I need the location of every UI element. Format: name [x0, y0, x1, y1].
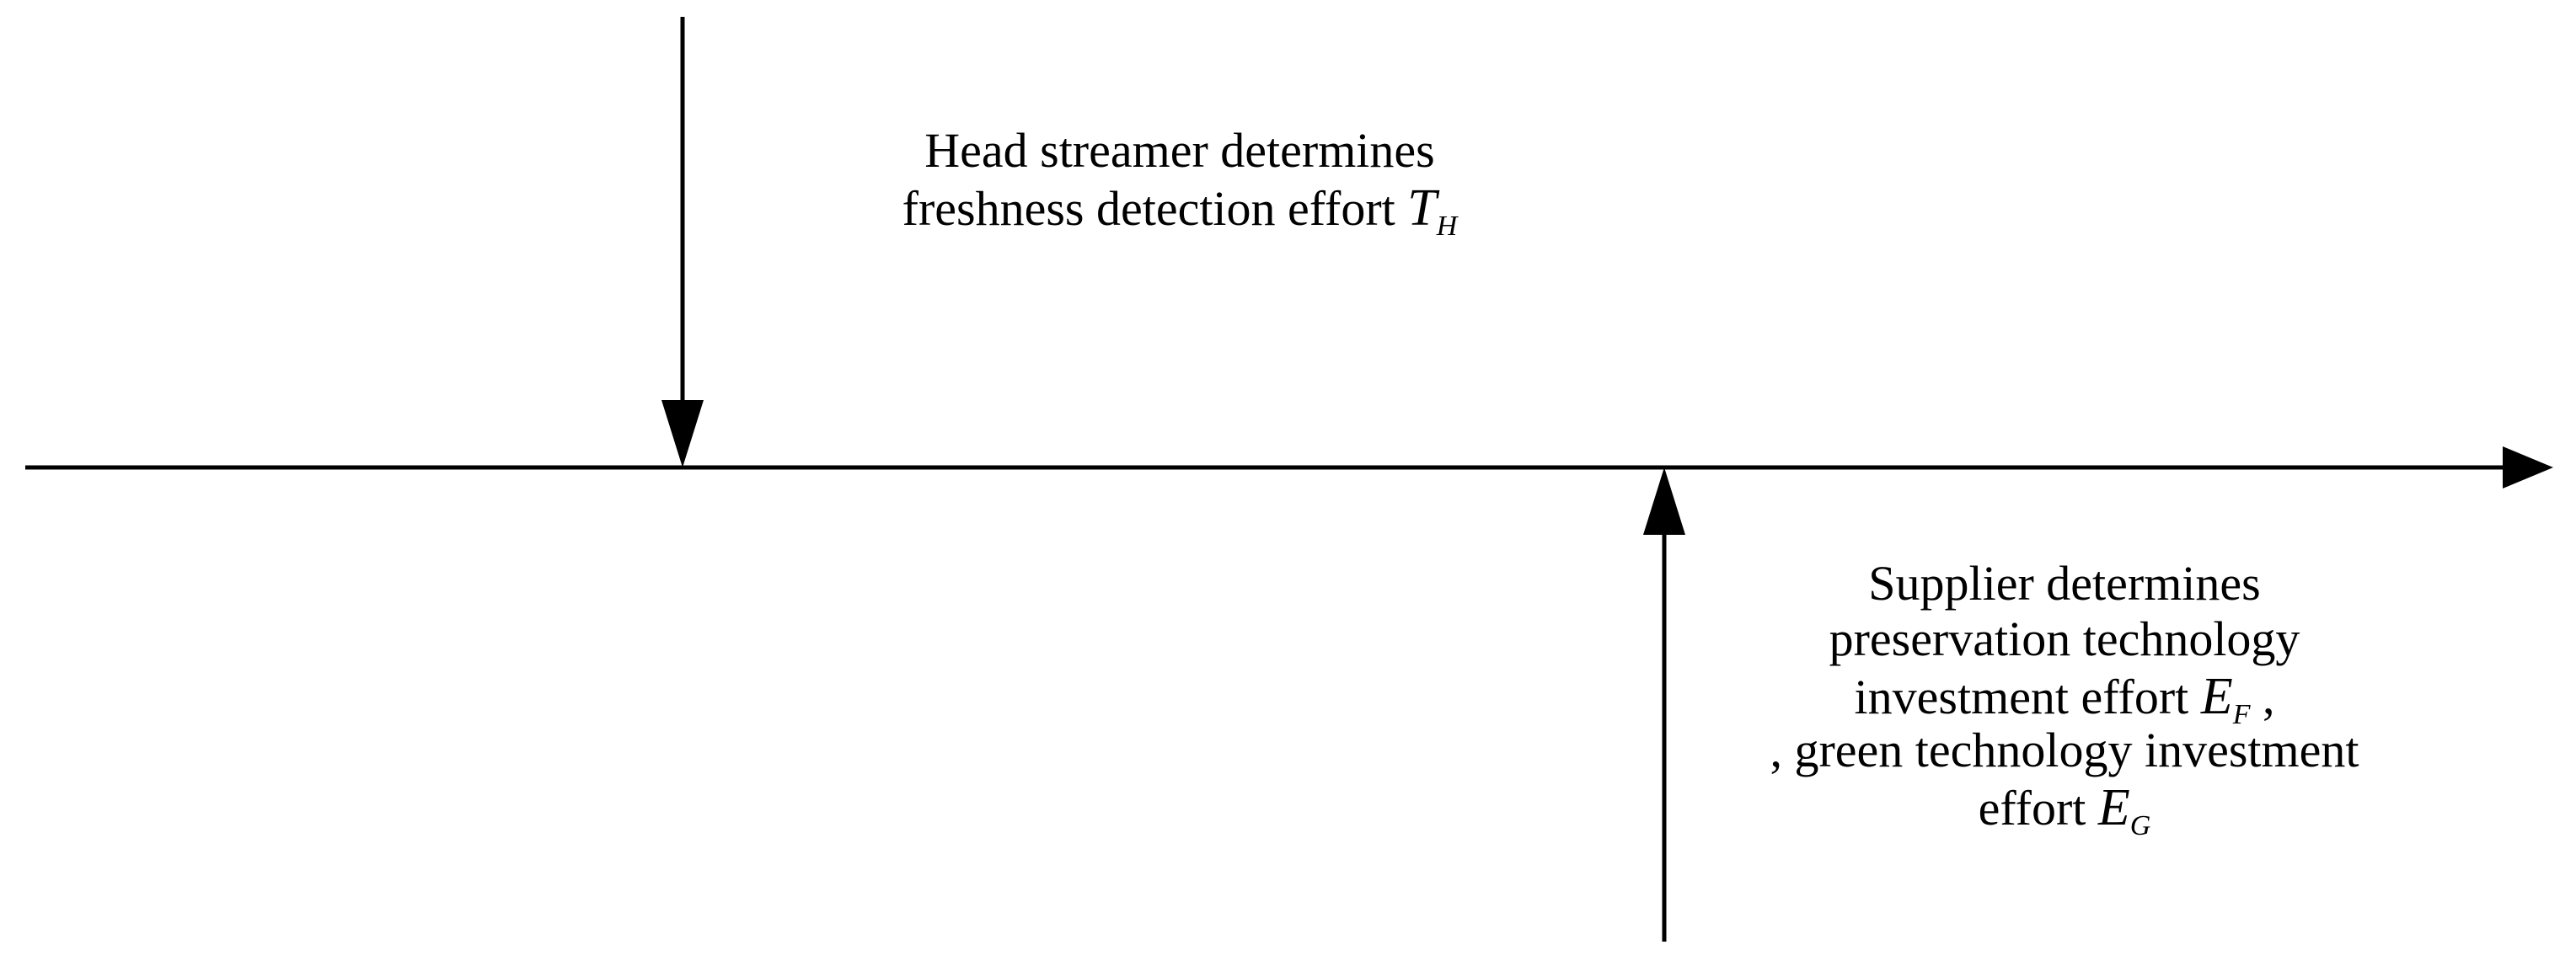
- supplier-line1: Supplier determines: [1868, 556, 2261, 611]
- supplier-line2: preservation technology: [1829, 611, 2300, 666]
- supplier-line3: investment effort EF ,: [1685, 668, 2444, 730]
- symbol-E-G: EG: [2097, 779, 2151, 841]
- symbol-E-F: EF: [2200, 668, 2251, 730]
- separator-comma: ,: [2262, 670, 2275, 724]
- supplier-line5: effort EG: [1685, 779, 2444, 841]
- freshness-detection-text: freshness detection effort: [902, 181, 1395, 236]
- effort-text: effort: [1978, 781, 2086, 836]
- symbol-T-H: TH: [1407, 179, 1458, 242]
- head-streamer-line2: freshness detection effort TH: [809, 179, 1550, 242]
- timeline-axis-arrowhead: [2503, 446, 2553, 489]
- investment-effort-text: investment effort: [1854, 670, 2189, 724]
- supplier-label: Supplier determines preservation technol…: [1685, 556, 2444, 841]
- head-streamer-arrowhead: [661, 400, 704, 467]
- head-streamer-line1: Head streamer determines: [924, 123, 1435, 178]
- supplier-line4: , green technology investment: [1770, 723, 2359, 777]
- head-streamer-label: Head streamer determines freshness detec…: [809, 123, 1550, 242]
- supplier-arrowhead: [1643, 467, 1685, 535]
